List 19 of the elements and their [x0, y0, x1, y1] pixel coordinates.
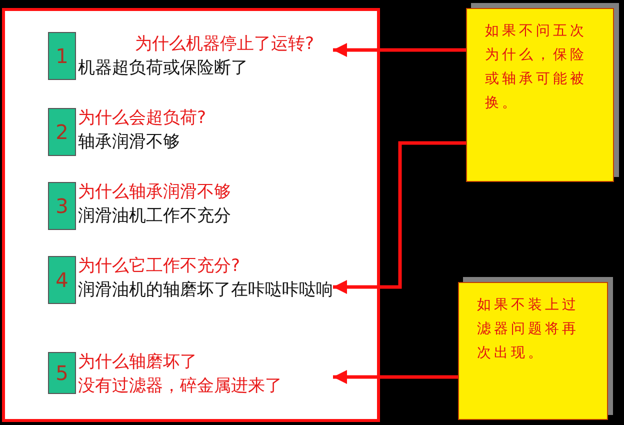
- number-box: 2: [48, 108, 76, 156]
- arrow: [333, 370, 458, 384]
- answer-text: 机器超负荷或保险断了: [78, 57, 249, 80]
- question-text: 为什么机器停止了运转?: [134, 33, 316, 56]
- question-text: 为什么它工作不充分?: [78, 255, 242, 278]
- number-box: 3: [48, 182, 76, 230]
- answer-text: 润滑油机工作不充分: [78, 205, 232, 228]
- answer-text: 没有过滤器，碎金属进来了: [78, 375, 283, 398]
- number-box: 5: [48, 352, 76, 394]
- question-text: 为什么轴承润滑不够: [78, 181, 232, 204]
- number-box: 4: [48, 256, 76, 304]
- number-box: 1: [48, 32, 76, 80]
- arrow: [333, 141, 466, 294]
- answer-text: 轴承润滑不够: [78, 131, 181, 154]
- answer-text: 润滑油机的轴磨坏了在咔哒咔哒响: [78, 279, 333, 302]
- question-text: 为什么会超负荷?: [78, 107, 208, 130]
- question-text: 为什么轴磨坏了: [78, 351, 198, 374]
- arrow: [333, 43, 466, 57]
- panel-frame: [2, 8, 380, 422]
